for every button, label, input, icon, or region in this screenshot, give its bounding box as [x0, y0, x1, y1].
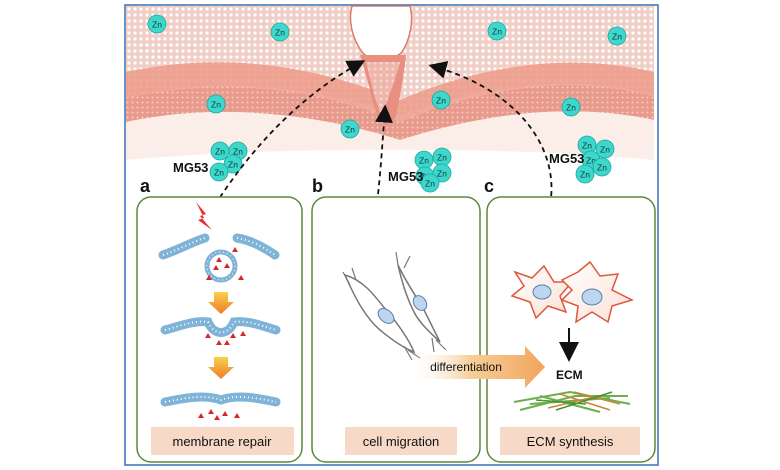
differentiation-label: differentiation [430, 360, 502, 374]
zn-ion-label: Zn [582, 141, 592, 151]
zn-ion-label: Zn [566, 103, 576, 113]
zn-ion-label: Zn [600, 145, 610, 155]
zn-ion-icon [270, 22, 290, 42]
caption-bg-c [500, 427, 640, 455]
zn-ion-label: Zn [345, 125, 355, 135]
mg53-label-c: MG53 [549, 151, 584, 166]
zn-ion-label: Zn [436, 96, 446, 106]
zn-ion-icon [595, 139, 615, 159]
mg53-label-b: MG53 [388, 169, 423, 184]
zn-ion-icon [592, 157, 612, 177]
arrow-ecm-to-wound [428, 61, 553, 206]
caption-cell-migration: cell migration [363, 434, 440, 449]
differentiation-arrow: differentiation [408, 346, 545, 388]
nucleus-icon [532, 284, 552, 300]
ecm-label: ECM [556, 368, 583, 382]
zn-ion-label: Zn [492, 27, 502, 37]
zn-ion-label: Zn [437, 153, 447, 163]
nucleus-icon [581, 288, 603, 306]
panel-letter-a: a [140, 176, 151, 196]
zn-ion-icon [431, 90, 451, 110]
caption-bg-a [151, 427, 294, 455]
zn-ion-icon [575, 164, 595, 184]
zn-ion-label: Zn [214, 168, 224, 178]
zn-ion-label: Zn [597, 163, 607, 173]
zn-ion-label: Zn [228, 160, 238, 170]
panel-c-box [486, 196, 656, 463]
zn-ion-label: Zn [211, 100, 221, 110]
zn-ion-icon [209, 162, 229, 182]
zn-ion-label: Zn [275, 28, 285, 38]
caption-bg-b [345, 427, 457, 455]
panel-letter-c: c [484, 176, 494, 196]
cell-migration-illustration [342, 251, 447, 361]
panel-letter-b: b [312, 176, 323, 196]
nucleus-icon [377, 308, 395, 324]
caption-ecm-synthesis: ECM synthesis [527, 434, 614, 449]
ecm-synthesis-illustration: ECM [510, 260, 635, 413]
zn-ion-label: Zn [425, 179, 435, 189]
zn-ion-icon [206, 94, 226, 114]
zn-ion-label: Zn [152, 20, 162, 30]
zn-ion-icon [223, 154, 243, 174]
zn-ion-label: Zn [612, 32, 622, 42]
caption-membrane-repair: membrane repair [173, 434, 273, 449]
zn-ion-label: Zn [580, 170, 590, 180]
lightning-icon [196, 202, 212, 230]
arrow-membrane-to-wound [214, 60, 366, 206]
zn-ion-icon [487, 21, 507, 41]
mg53-label-a: MG53 [173, 160, 208, 175]
skin-tissue [126, 5, 654, 160]
zn-ion-icon [607, 26, 627, 46]
zn-ion-label: Zn [419, 156, 429, 166]
zn-ion-label: Zn [437, 169, 447, 179]
membrane-repair-illustration [158, 202, 281, 420]
zn-ion-icon [561, 97, 581, 117]
zn-ion-icon [340, 119, 360, 139]
zn-ion-label: Zn [586, 156, 596, 166]
nucleus-icon [412, 295, 428, 311]
zn-ion-icon [147, 14, 167, 34]
zn-ion-label: Zn [233, 147, 243, 157]
zn-ion-icon [420, 173, 440, 193]
zn-ion-label: Zn [215, 147, 225, 157]
